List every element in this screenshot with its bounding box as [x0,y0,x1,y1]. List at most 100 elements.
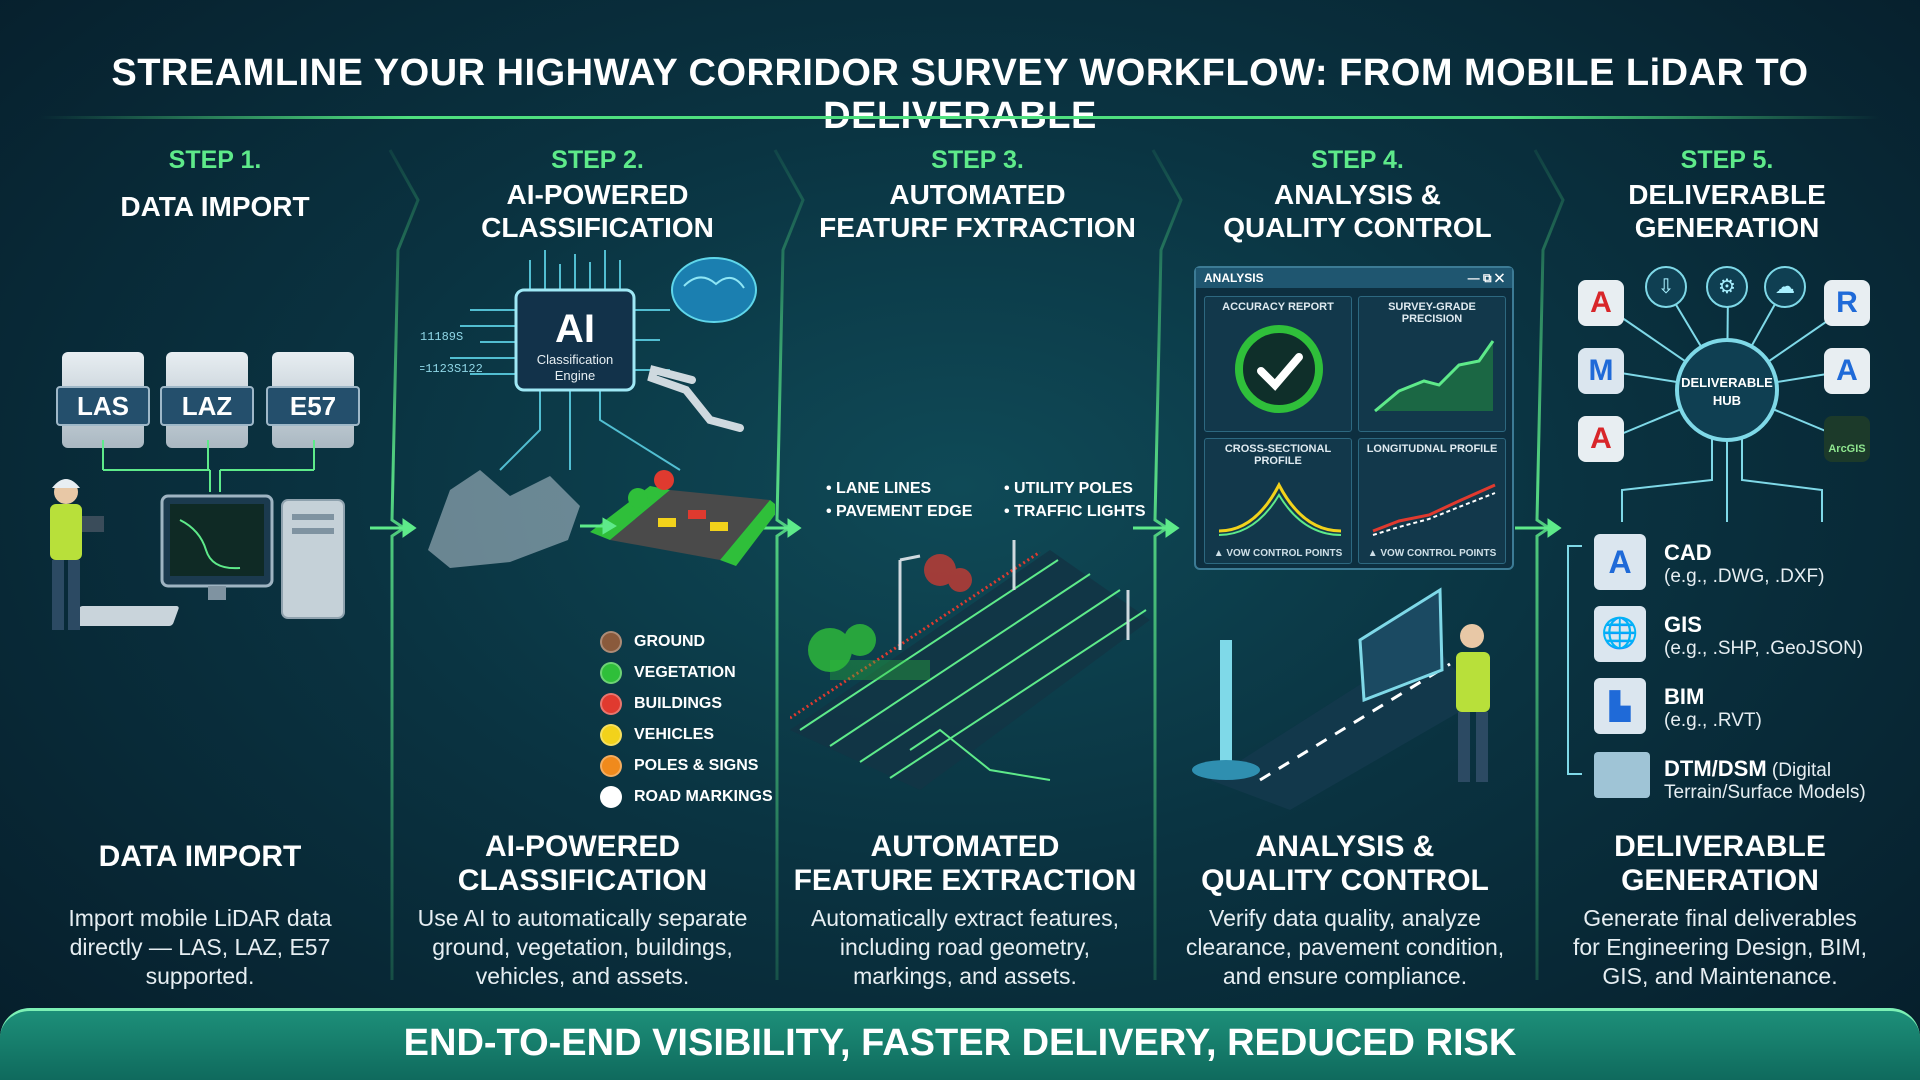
legend-label: ROAD MARKINGS [634,788,773,805]
deliverable-hub-icon [1675,338,1779,442]
step-2-title-line: AI-POWERED [506,179,689,210]
cloud-icon: ☁ [1764,266,1806,308]
legend-swatch [600,662,622,684]
step-4-title-line: ANALYSIS & [1273,179,1441,210]
step-3-title-line: FEATURF FXTRACTION [819,212,1136,243]
deliverable-title: DTM/DSM [1664,756,1767,781]
step-4-title: ANALYSIS & QUALITY CONTROL [1180,178,1535,244]
step-1-title-line: DATA IMPORT [120,191,310,222]
arcgis-icon: ArcGIS [1824,416,1870,462]
feature-label: • PAVEMENT EDGE [826,503,973,520]
title-divider [40,116,1880,119]
step-5-bottom-line: DELIVERABLE [1614,830,1826,863]
step-4-desc-line: and ensure compliance. [1222,963,1468,989]
workstation-illustration [50,440,345,630]
legend-item: VEGETATION [600,660,736,686]
legend-label: VEGETATION [634,664,736,681]
ai-chip-icon [514,288,636,392]
precision-graph [1374,340,1495,413]
cad-file-icon: A [1594,534,1646,590]
arcgis-label: ArcGIS [1828,443,1866,455]
deliverable-dtm: DTM/DSM (Digital Terrain/Surface Models) [1664,756,1866,804]
deliverable-title: CAD [1664,540,1712,565]
check-circle-icon [1235,325,1323,413]
legend-label: GROUND [634,633,706,650]
step-2-number: STEP 2. [551,146,644,174]
step-5-number: STEP 5. [1680,146,1774,174]
step-2-bottom-line: AI-POWERED [485,830,680,863]
deliverable-title: GIS [1664,612,1702,637]
legend-item: GROUND [600,629,705,655]
deliverable-cad: CAD (e.g., .DWG, .DXF) [1664,540,1824,588]
step-1-title: DATA IMPORT [40,190,390,223]
deliverable-title-suffix: (Digital [1766,760,1832,781]
step-5-desc-line: GIS, and Maintenance. [1602,963,1838,989]
las-file-icon: LAS [56,352,150,448]
separator-2 [773,149,805,980]
step-1-number: STEP 1. [168,146,262,174]
step-4-bottom-line: ANALYSIS & [1255,830,1435,863]
step-2-title-line: CLASSIFICATION [481,212,714,243]
ai-chip-big: AI [555,307,595,351]
step-3-bottom-line: AUTOMATED [870,830,1060,863]
revit-icon: R [1824,280,1870,326]
feature-extraction-road-illustration [790,540,1150,790]
bim-building-icon: ▙ [1594,678,1646,734]
panel-title: CROSS-SECTIONAL PROFILE [1224,443,1332,467]
step-4-title-line: QUALITY CONTROL [1223,212,1492,243]
legend-swatch [600,786,622,808]
autocad-map-icon: A [1578,416,1624,462]
window-controls[interactable]: — ⧉ ✕ [1467,271,1504,285]
step-5-desc-line: Generate final deliverables [1583,905,1857,931]
download-icon: ⇩ [1645,266,1687,308]
step-3-number: STEP 3. [931,146,1024,174]
step-2-desc-line: Use AI to automatically separate [417,905,748,931]
cross-section-graph [1218,481,1342,536]
step-1-desc-line: supported. [145,963,255,989]
legend-item: ROAD MARKINGS [600,784,773,810]
panel-title: LONGITUDNAL PROFILE [1366,443,1498,455]
autocad-icon: A [1578,280,1624,326]
step-3-desc-line: markings, and assets. [853,963,1077,989]
step-5-bottom-line: GENERATION [1621,864,1819,897]
panel-footer: ▲ VOW CONTROL POINTS [1367,548,1497,559]
step-1-desc-line: directly — LAS, LAZ, E57 [69,934,331,960]
feature-label-text: PAVEMENT EDGE [836,503,973,520]
legend-label: VEHICLES [634,726,715,743]
infraworks-icon: A [1824,348,1870,394]
step-2-title: AI-POWERED CLASSIFICATION [420,178,775,244]
longitudinal-graph [1372,483,1496,536]
step-4-bottom-line: QUALITY CONTROL [1201,864,1489,897]
legend-swatch [600,755,622,777]
step-2-description: Use AI to automatically separate ground,… [395,904,770,991]
feature-label: • UTILITY POLES [1004,480,1133,497]
step-4-bottom-title: ANALYSIS & QUALITY CONTROL [1160,830,1530,898]
step-1-bottom-title: DATA IMPORT [20,840,380,874]
step-3-bottom-line: FEATURE EXTRACTION [793,864,1137,897]
surveyor-figure [50,479,104,630]
qc-field-illustration [1192,587,1490,810]
ai-classification-illustration: 11189S =1123S122 AI Classification Engin… [420,250,775,568]
svg-text:=1123S122: =1123S122 [420,362,483,376]
step-5-title: DELIVERABLE GENERATION [1562,178,1892,244]
legend-item: VEHICLES [600,722,714,748]
longitudinal-profile-panel: LONGITUDNAL PROFILE ▲ VOW CONTROL POINTS [1358,438,1506,564]
step-4-desc-line: Verify data quality, analyze [1209,905,1481,931]
step-5-description: Generate final deliverables for Engineer… [1540,904,1900,991]
legend-label: BUILDINGS [634,695,722,712]
gear-icon: ⚙ [1706,266,1748,308]
deliverable-sub: Terrain/Surface Models) [1664,782,1866,803]
deliverable-sub: (e.g., .DWG, .DXF) [1664,566,1825,587]
feature-label-text: TRAFFIC LIGHTS [1014,503,1146,520]
hub-label-1: DELIVERABLE [1681,375,1773,390]
separator-1 [388,149,420,980]
step-4-desc-line: clearance, pavement condition, [1185,934,1505,960]
deliverable-sub: (e.g., .RVT) [1664,710,1762,731]
step-3-title-line: AUTOMATED [889,179,1066,210]
feature-label: • TRAFFIC LIGHTS [1004,503,1146,520]
folder-icon [1594,752,1650,798]
robot-hand-icon [647,365,744,432]
classified-road-icon [590,470,775,566]
deliverable-title: BIM [1664,684,1705,709]
step-3-title: AUTOMATED FEATURF FXTRACTION [800,178,1155,244]
